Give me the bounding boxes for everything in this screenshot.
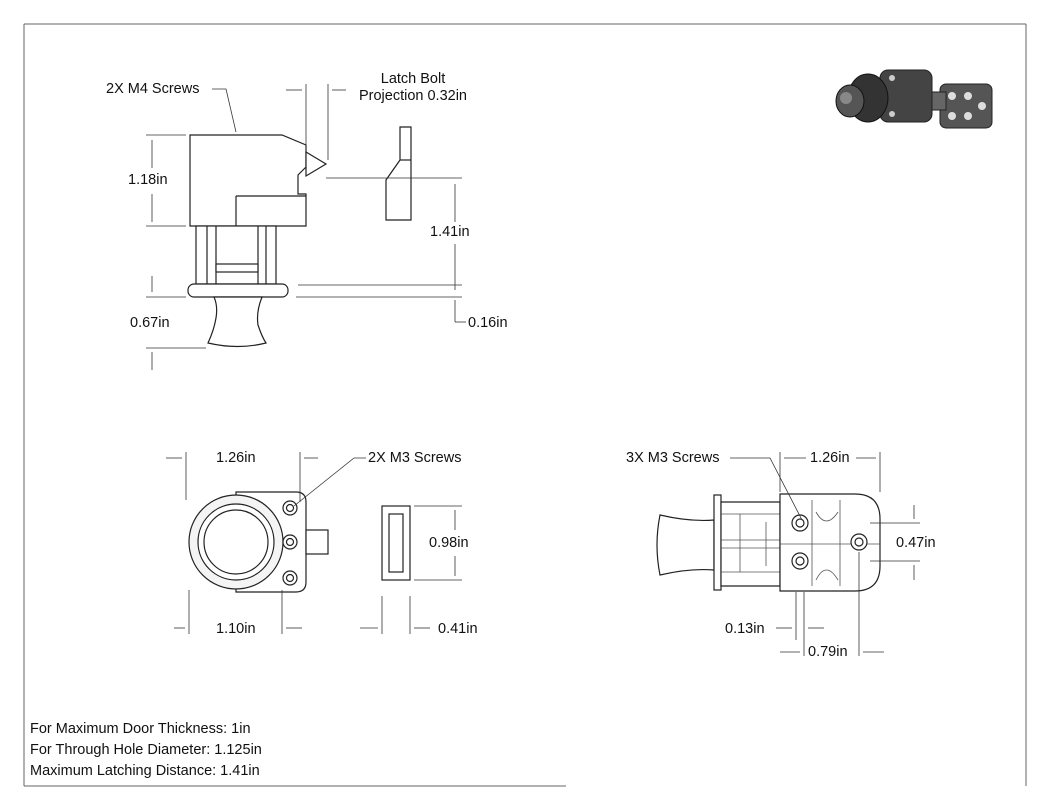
top-view-dims: [730, 452, 920, 656]
dim-hole-pitch: 0.79in: [808, 644, 848, 660]
dim-strike-width: 0.41in: [438, 621, 478, 637]
callout-m4-screws: 2X M4 Screws: [106, 81, 200, 97]
side-view-dims: [146, 84, 466, 370]
note-latching-distance: Maximum Latching Distance: 1.41in: [30, 763, 260, 779]
callout-m3-screws-3x: 3X M3 Screws: [626, 450, 720, 466]
front-view: [188, 491, 329, 593]
front-view-dims: [166, 452, 462, 634]
callout-m3-screws-2x: 2X M3 Screws: [368, 450, 462, 466]
strike-plate-front: [381, 505, 411, 581]
spec-notes: For Maximum Door Thickness: 1in For Thro…: [30, 719, 262, 782]
note-door-thickness: For Maximum Door Thickness: 1in: [30, 721, 251, 737]
dim-latch-distance: 1.41in: [430, 224, 470, 240]
dim-front-width-bottom: 1.10in: [216, 621, 256, 637]
dim-strike-height: 0.98in: [429, 535, 469, 551]
callout-latch-bolt-line2: Projection 0.32in: [358, 88, 467, 104]
dim-hole-offset: 0.13in: [725, 621, 765, 637]
callout-latch-bolt: Latch Bolt Projection 0.32in: [350, 71, 476, 105]
isometric-preview: [835, 69, 993, 129]
dim-top-width: 1.26in: [810, 450, 850, 466]
dim-front-width-top: 1.26in: [216, 450, 256, 466]
strike-plate-side: [385, 126, 412, 221]
dim-hole-spacing: 0.47in: [896, 535, 936, 551]
dim-flange-thickness: 0.16in: [468, 315, 508, 331]
side-view: [187, 134, 328, 348]
dim-button-length: 0.67in: [130, 315, 170, 331]
note-hole-diameter: For Through Hole Diameter: 1.125in: [30, 742, 262, 758]
top-view: [656, 493, 881, 592]
dim-side-height: 1.18in: [128, 172, 168, 188]
callout-latch-bolt-line1: Latch Bolt: [380, 71, 446, 87]
sheet-border: [23, 23, 1027, 787]
